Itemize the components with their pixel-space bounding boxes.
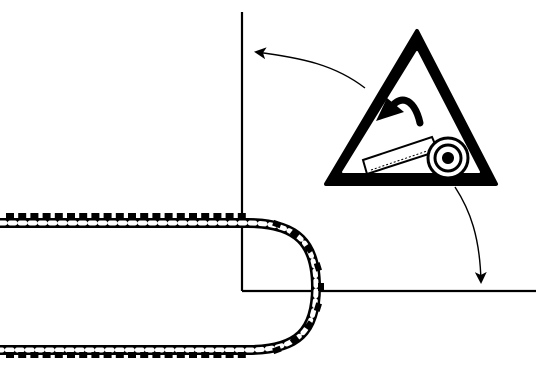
sprocket-hub (442, 152, 454, 164)
top-cutter (152, 213, 161, 219)
top-cutter (189, 213, 197, 219)
bottom-cutter (176, 352, 185, 358)
chain-links (0, 220, 319, 353)
top-cutter (79, 213, 88, 219)
top-cutter (237, 213, 246, 219)
upward-kickback-arrow (254, 47, 366, 89)
top-cutter (42, 213, 51, 219)
bottom-cutter (54, 352, 63, 358)
curve-cutter (304, 243, 314, 254)
top-cutter (140, 213, 149, 219)
top-cutter (115, 213, 124, 219)
top-cutter (225, 213, 234, 219)
bottom-cutter (152, 352, 161, 358)
bottom-cutter (79, 352, 88, 358)
bottom-cutter (103, 352, 112, 358)
top-cutter (91, 213, 100, 219)
bottom-cutter (164, 352, 173, 358)
top-cutter (128, 213, 136, 219)
top-cutter (6, 213, 14, 219)
chainsaw-bar-chain-icon (0, 213, 324, 358)
bottom-cutter (225, 352, 234, 358)
bottom-cutter (18, 352, 27, 358)
kickback-warning-icon (324, 29, 498, 186)
top-chain-cutters (6, 213, 246, 219)
bottom-cutter (237, 352, 246, 358)
curve-cutter (313, 262, 322, 272)
rotation-arrow-head (376, 98, 404, 121)
chain-outline (0, 218, 321, 355)
top-cutter (213, 213, 222, 219)
curve-cutter (313, 302, 322, 312)
top-cutter (18, 213, 27, 219)
bottom-cutter (201, 352, 210, 358)
top-cutter (54, 213, 63, 219)
bottom-cutter (128, 352, 136, 358)
bottom-cutter (115, 352, 124, 358)
bottom-cutter (42, 352, 51, 358)
curve-cutter (272, 219, 282, 229)
downward-arrow (454, 186, 487, 284)
top-cutter (103, 213, 112, 219)
curve-cutter (272, 345, 282, 355)
bottom-chain-cutters (6, 352, 246, 358)
top-cutter (176, 213, 185, 219)
curve-cutter (289, 229, 300, 239)
bottom-cutter (213, 352, 222, 358)
curved-chain-cutters (272, 219, 324, 355)
bottom-cutter (6, 352, 14, 358)
bottom-cutter (189, 352, 197, 358)
curve-cutter (289, 335, 300, 345)
top-cutter (30, 213, 39, 219)
bottom-cutter (30, 352, 39, 358)
curve-cutter (318, 283, 324, 291)
top-cutter (164, 213, 173, 219)
top-cutter (201, 213, 210, 219)
bottom-cutter (140, 352, 149, 358)
bottom-cutter (91, 352, 100, 358)
curve-cutter (304, 320, 314, 331)
bottom-cutter (67, 352, 75, 358)
top-cutter (67, 213, 75, 219)
